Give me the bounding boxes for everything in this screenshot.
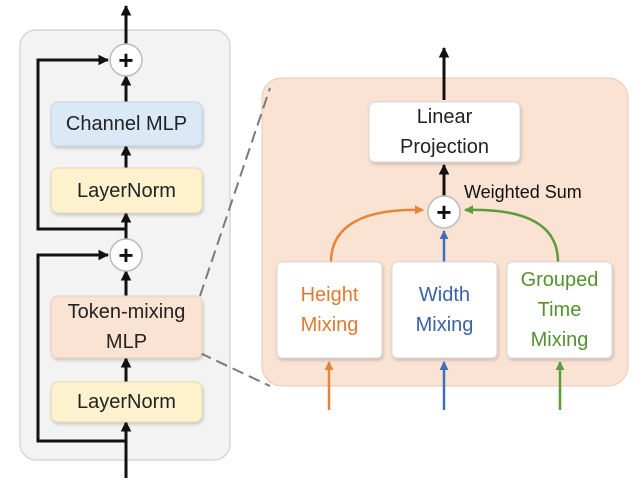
time-mixing-box <box>506 261 613 359</box>
arrow-time-to-sum <box>464 205 560 263</box>
height-mixing-box <box>276 261 383 359</box>
layernorm-top-box <box>50 167 203 214</box>
arrow-height-to-sum <box>329 205 424 263</box>
plus-sign-top: + <box>118 45 134 75</box>
skip-connection-top <box>36 54 126 231</box>
zoom-line-bottom <box>199 352 271 387</box>
grouped-time-mixing-label: Grouped Time Mixing <box>520 269 599 351</box>
linear-projection-label: Linear Projection <box>400 106 489 158</box>
channel-mlp-label: Channel MLP <box>65 113 188 135</box>
linear-projection-box <box>368 101 521 163</box>
token-mixing-label: Token-mixing MLP <box>67 301 186 353</box>
channel-mlp-box <box>50 101 203 147</box>
plus-sign-weighted: + <box>436 197 452 227</box>
plus-sign-bottom: + <box>118 240 134 270</box>
weighted-sum-node <box>427 195 461 229</box>
skip-connection-bottom <box>36 249 126 443</box>
token-mixing-box <box>50 295 203 359</box>
layernorm-bottom-label: LayerNorm <box>77 391 176 413</box>
height-mixing-label: Height Mixing <box>300 284 359 336</box>
width-mixing-label: Width Mixing <box>415 284 474 336</box>
layernorm-top-label: LayerNorm <box>77 179 176 202</box>
zoom-line-top <box>199 87 271 297</box>
residual-add-bottom <box>109 238 143 272</box>
weighted-sum-label: Weighted Sum <box>464 182 582 202</box>
width-mixing-box <box>391 261 498 359</box>
residual-add-top <box>109 43 143 77</box>
layernorm-bottom-box <box>50 381 203 423</box>
